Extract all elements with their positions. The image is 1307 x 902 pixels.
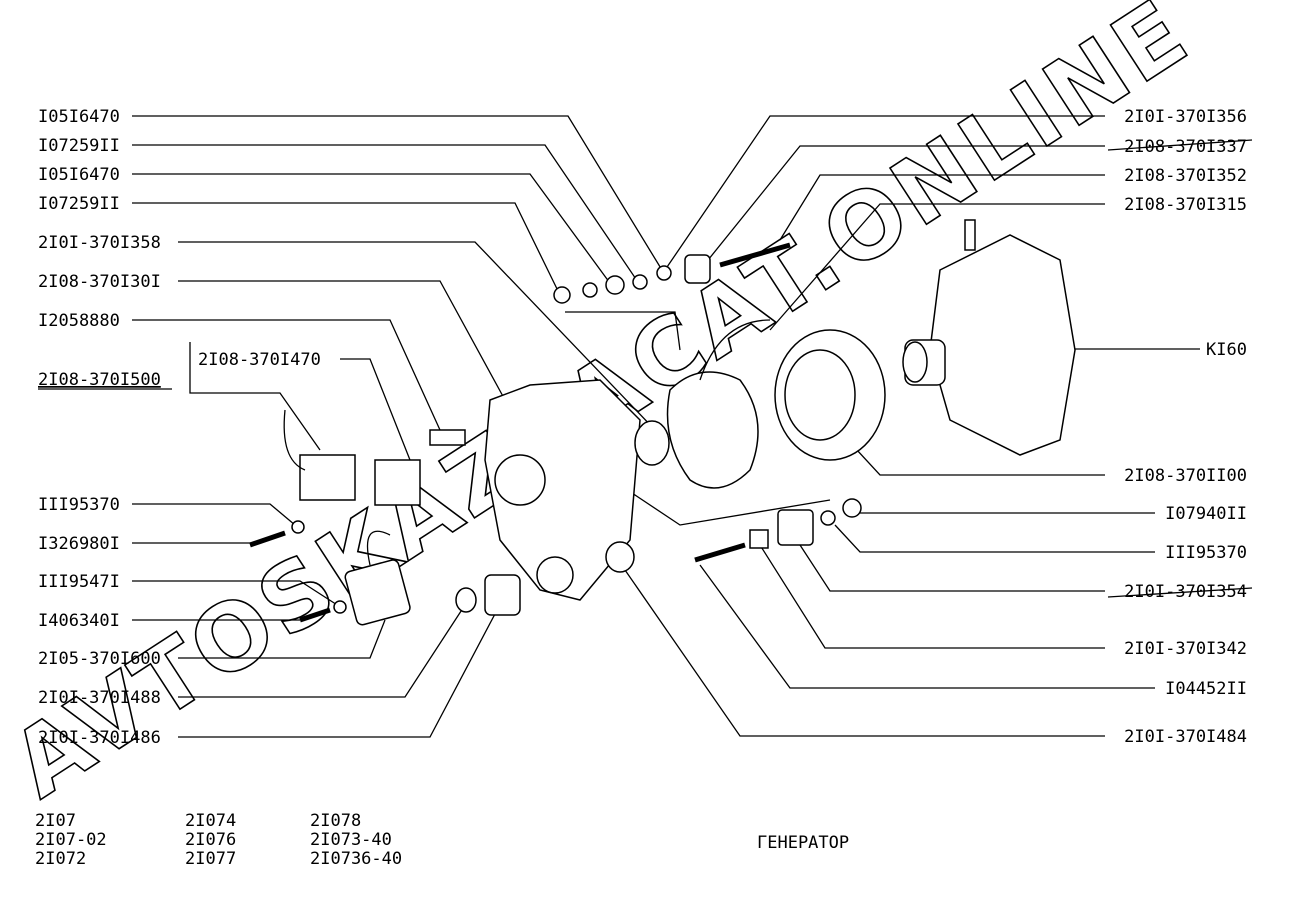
small-hardware (249, 242, 862, 623)
rear-cover (484, 379, 641, 601)
model-label: 2I076 (185, 830, 236, 850)
diode-bridge (634, 319, 771, 489)
model-label: 2I073-40 (310, 830, 392, 850)
part-label: I05I6470 (38, 107, 120, 127)
part-label: KI60 (1206, 340, 1247, 360)
leader-lines (132, 115, 1200, 738)
model-label: 2I07-02 (35, 830, 107, 850)
model-label: 2I078 (310, 811, 361, 831)
part-label: I07259II (38, 136, 120, 156)
model-label: 2I0736-40 (310, 849, 402, 869)
part-label: 2I0I-370I488 (38, 688, 161, 708)
part-label: III9547I (38, 572, 120, 592)
part-label: III95370 (38, 495, 120, 515)
vehicle-models: 2I07 2I07-02 2I072 2I074 2I076 2I077 2I0… (35, 811, 402, 869)
part-label: III95370 (1165, 543, 1247, 563)
brush-holder (283, 409, 466, 506)
model-label: 2I07 (35, 811, 76, 831)
part-label: 2I08-370I315 (1124, 195, 1247, 215)
part-label: 2I0I-370I342 (1124, 639, 1247, 659)
model-label: 2I074 (185, 811, 236, 831)
front-housing-rotor (902, 219, 1076, 456)
part-label: 2I08-370I352 (1124, 166, 1247, 186)
part-label: I05I6470 (38, 165, 120, 185)
part-label: I406340I (38, 611, 120, 631)
model-label: 2I077 (185, 849, 236, 869)
part-label: 2I0I-370I358 (38, 233, 161, 253)
stator (774, 329, 886, 461)
part-label: 2I08-370I30I (38, 272, 161, 292)
right-part-labels: 2I0I-370I356 2I08-370I337 2I08-370I352 2… (1107, 107, 1253, 747)
capacitor (344, 530, 411, 626)
part-label: 2I08-370II00 (1124, 466, 1247, 486)
diagram-title: ГЕНЕРАТОР (757, 833, 849, 853)
part-label: I326980I (38, 534, 120, 554)
part-label: 2I0I-370I486 (38, 728, 161, 748)
left-part-labels: I05I6470 I07259II I05I6470 I07259II 2I0I… (38, 107, 321, 748)
part-label: 2I0I-370I356 (1124, 107, 1247, 127)
part-label: I2058880 (38, 311, 120, 331)
part-label: 2I08-370I470 (198, 350, 321, 370)
part-label: I07940II (1165, 504, 1247, 524)
part-label: 2I0I-370I484 (1124, 727, 1247, 747)
part-label: I07259II (38, 194, 120, 214)
model-label: 2I072 (35, 849, 86, 869)
assembly-label: 2I08-370I500 (38, 370, 161, 390)
part-label: 2I05-370I600 (38, 649, 161, 669)
part-label: I04452II (1165, 679, 1247, 699)
generator-parts (249, 219, 1076, 626)
